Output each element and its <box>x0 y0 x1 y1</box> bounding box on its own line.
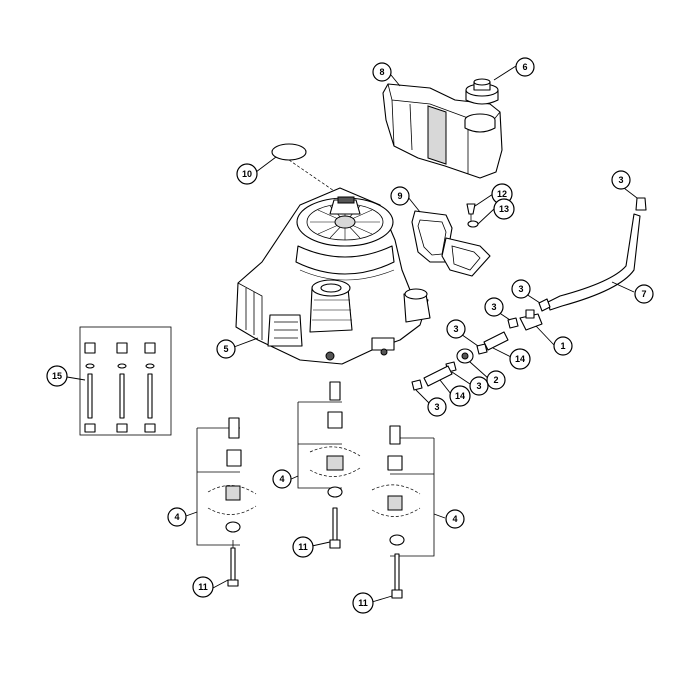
svg-text:3: 3 <box>491 302 496 312</box>
fuel-cap <box>465 78 499 105</box>
engine-mount-right <box>371 425 435 599</box>
air-filter-element <box>271 143 341 196</box>
fuel-tap <box>519 309 543 331</box>
svg-text:2: 2 <box>493 375 498 385</box>
svg-text:3: 3 <box>518 284 523 294</box>
callout-4: 4 <box>445 509 465 529</box>
fuel-hose-short <box>483 331 509 351</box>
svg-text:6: 6 <box>522 62 527 72</box>
callout-3: 3 <box>446 319 466 339</box>
callout-14: 14 <box>449 385 471 407</box>
callout-3: 3 <box>427 397 447 417</box>
svg-text:8: 8 <box>379 67 384 77</box>
svg-text:3: 3 <box>618 175 623 185</box>
svg-text:3: 3 <box>434 402 439 412</box>
callout-4: 4 <box>167 507 187 527</box>
callout-3: 3 <box>484 297 504 317</box>
svg-text:14: 14 <box>455 391 465 401</box>
callout-9: 9 <box>390 186 410 206</box>
callout-13: 13 <box>493 198 515 220</box>
engine-mount-left <box>196 417 257 587</box>
svg-text:14: 14 <box>515 354 525 364</box>
svg-text:11: 11 <box>358 598 368 608</box>
svg-text:5: 5 <box>223 344 228 354</box>
bracket-screw <box>466 203 476 222</box>
hose-clamp <box>411 379 423 391</box>
svg-text:11: 11 <box>198 582 208 592</box>
callout-3: 3 <box>511 279 531 299</box>
svg-text:9: 9 <box>397 191 402 201</box>
callout-14: 14 <box>509 348 531 370</box>
svg-text:11: 11 <box>298 542 308 552</box>
svg-text:1: 1 <box>560 341 565 351</box>
svg-text:13: 13 <box>499 204 509 214</box>
svg-text:3: 3 <box>453 324 458 334</box>
engine-mount-center <box>297 381 361 549</box>
bracket-washer <box>467 220 479 228</box>
fuel-filter <box>456 348 474 364</box>
callout-10: 10 <box>236 163 258 185</box>
callout-5: 5 <box>216 339 236 359</box>
callout-11: 11 <box>352 592 374 614</box>
callout-1: 1 <box>553 336 573 356</box>
svg-text:15: 15 <box>52 371 62 381</box>
callout-3: 3 <box>611 170 631 190</box>
svg-text:4: 4 <box>452 514 457 524</box>
bolt-kit-box <box>79 326 172 436</box>
callout-3: 3 <box>469 376 489 396</box>
svg-text:3: 3 <box>476 381 481 391</box>
svg-text:10: 10 <box>242 169 252 179</box>
callout-7: 7 <box>634 284 654 304</box>
callout-6: 6 <box>515 57 535 77</box>
callout-11: 11 <box>292 536 314 558</box>
fuel-hose <box>547 197 647 311</box>
callout-4: 4 <box>272 469 292 489</box>
callout-11: 11 <box>192 576 214 598</box>
callout-2: 2 <box>486 370 506 390</box>
svg-text:4: 4 <box>279 474 284 484</box>
hose-clamp <box>538 298 551 312</box>
svg-text:4: 4 <box>174 512 179 522</box>
fuel-tank <box>382 83 503 179</box>
engine <box>235 187 431 365</box>
svg-text:12: 12 <box>497 189 507 199</box>
svg-text:7: 7 <box>641 289 646 299</box>
callout-15: 15 <box>46 365 68 387</box>
hose-clamp <box>476 343 488 355</box>
tank-bracket <box>411 210 491 277</box>
callout-8: 8 <box>372 62 392 82</box>
fuel-hose-short <box>423 365 453 387</box>
hose-clamp <box>507 317 519 329</box>
